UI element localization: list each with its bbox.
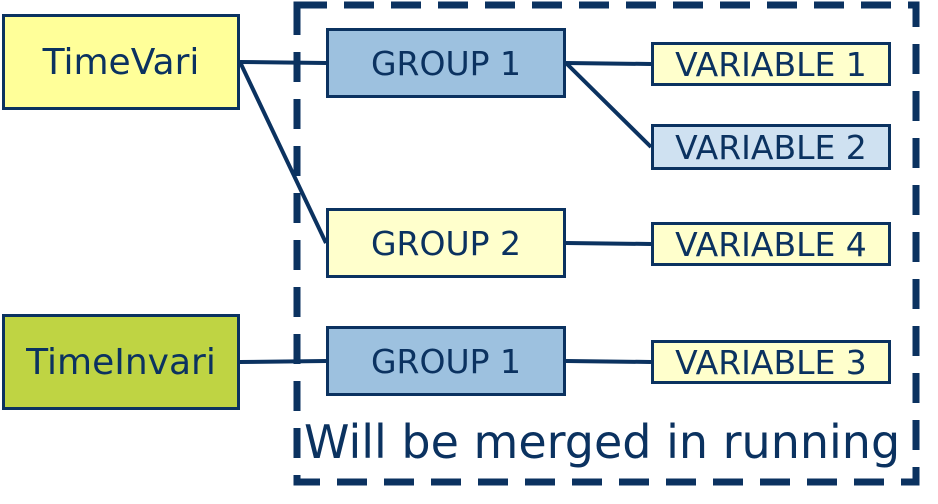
node-variable-2: VARIABLE 2 <box>651 124 891 170</box>
node-timevari: TimeVari <box>2 14 240 110</box>
node-group-1-timeinvari: GROUP 1 <box>326 326 566 396</box>
node-group-2: GROUP 2 <box>326 208 566 278</box>
merge-region-border <box>293 1 920 486</box>
edge-group <box>238 60 653 364</box>
edge-timevari-group1a <box>239 60 327 65</box>
merge-region-label: Will be merged in running <box>304 415 901 469</box>
node-timeinvari: TimeInvari <box>2 314 240 410</box>
edge-group1a-var1 <box>565 61 652 66</box>
node-variable-3: VARIABLE 3 <box>651 340 891 384</box>
node-group-1-timevari: GROUP 1 <box>326 28 566 98</box>
edge-timevari-group2 <box>238 61 328 244</box>
edge-group1b-var3 <box>565 359 652 364</box>
edge-group2-var4 <box>565 241 652 246</box>
node-variable-1: VARIABLE 1 <box>651 42 891 86</box>
edge-timeinvari-group1b <box>239 359 327 364</box>
edge-group1a-var2 <box>564 61 653 149</box>
node-variable-4: VARIABLE 4 <box>651 222 891 266</box>
